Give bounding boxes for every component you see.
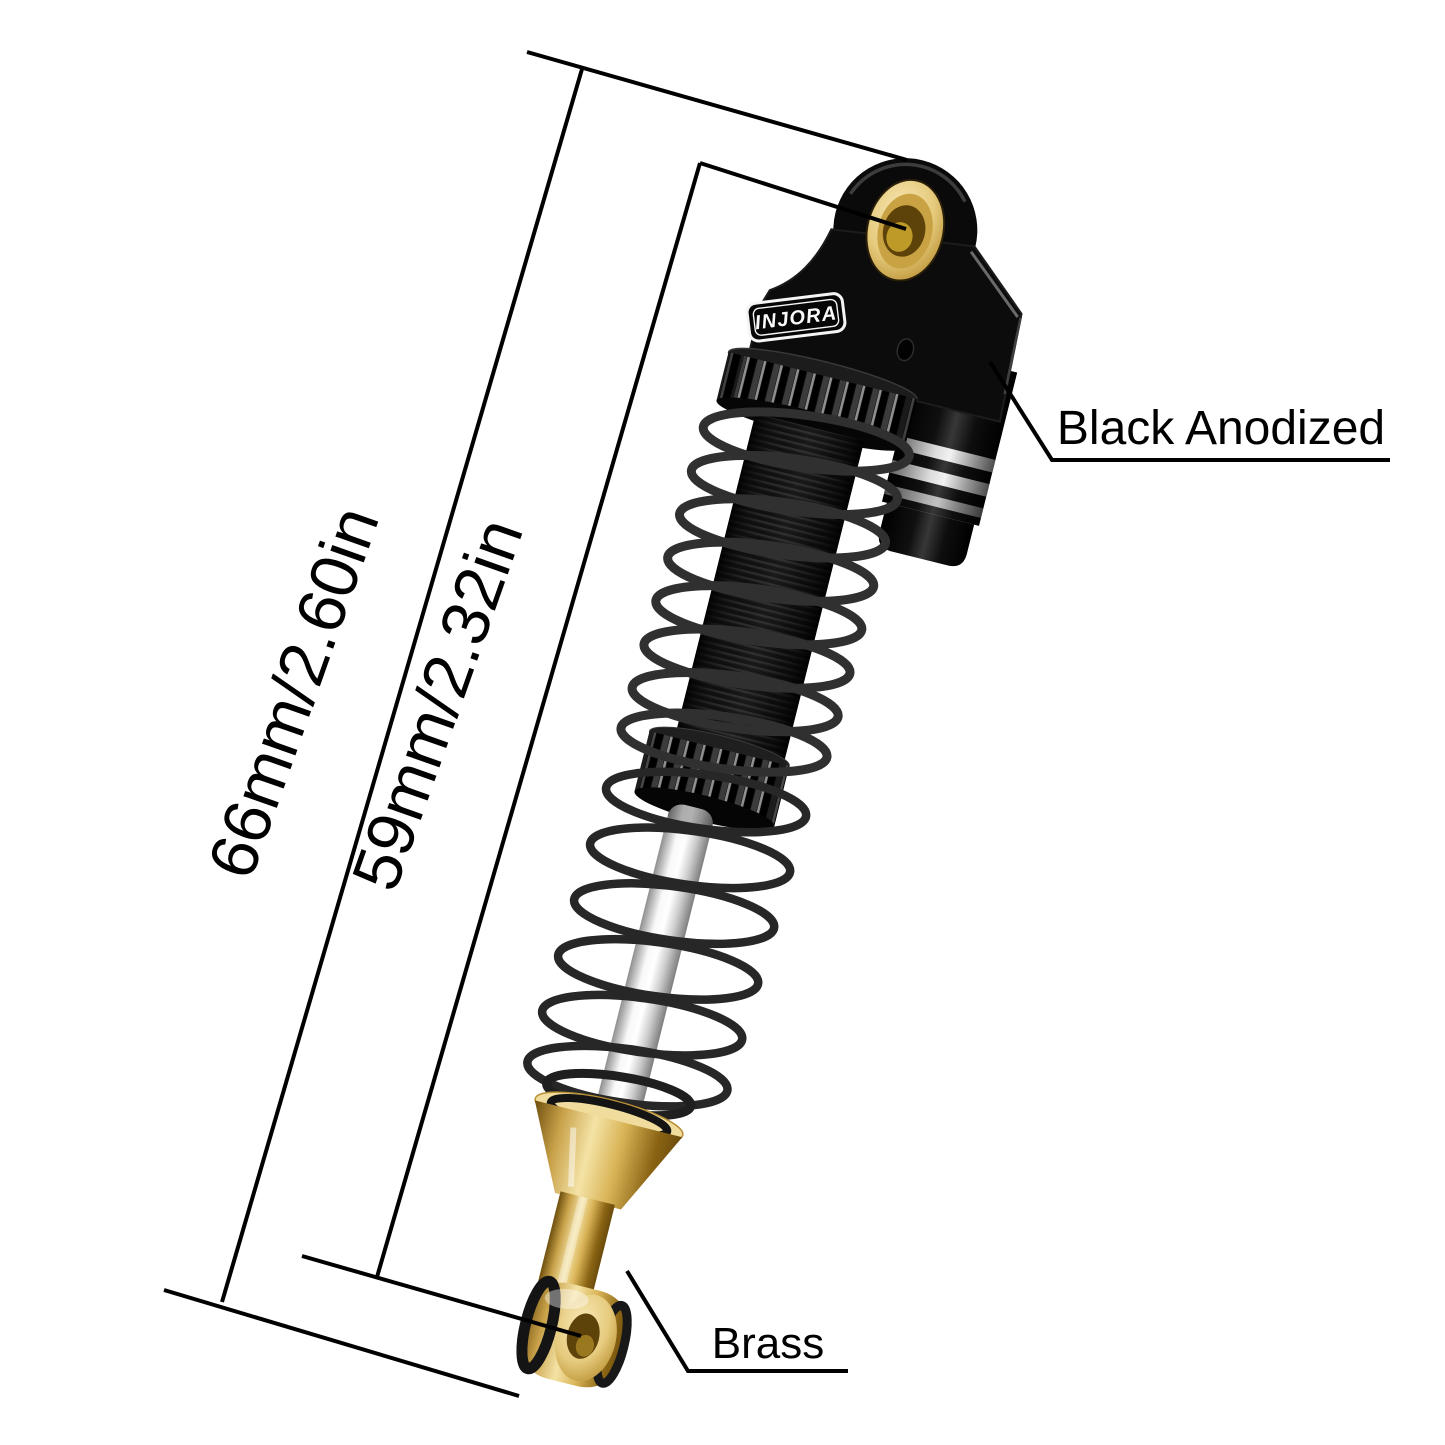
rod-end-neck: [536, 1191, 615, 1302]
silver-stripe-2: [889, 459, 990, 497]
leader-line-material: [625, 1269, 848, 1373]
extension-tick-66-bottom: [163, 1288, 520, 1398]
dimension-line-59-tick-top: [699, 161, 907, 231]
mount-edge-highlight: [1003, 317, 1022, 395]
annotations: [163, 50, 1390, 1398]
dimension-line-59: [375, 162, 702, 1278]
cone-specular: [567, 1127, 577, 1187]
silver-stripe-3: [883, 484, 984, 519]
brand-logo-plate: INJORA: [745, 292, 847, 343]
logo-outer-border: [745, 292, 847, 343]
ball-specular: [544, 1288, 589, 1310]
hole-inner-glow: [886, 222, 913, 252]
finish-callout-label: Black Anodized: [1057, 402, 1385, 455]
bottom-hole-glow: [575, 1334, 595, 1357]
end-collar-bottom: [634, 787, 775, 831]
collar-right-shade: [889, 395, 917, 448]
mount-hole: [896, 338, 915, 362]
dimension-line-66: [220, 68, 584, 1303]
shock-absorber: INJORA: [516, 158, 1023, 1388]
logo-inner-border: [752, 298, 840, 336]
leader-line-finish: [988, 360, 1390, 462]
silver-stripe-1: [895, 435, 996, 473]
mount-bevel-highlight: [969, 250, 1019, 318]
end-collar-left-shade: [634, 731, 663, 795]
material-callout-label: Brass: [712, 1319, 824, 1368]
reservoir-end-cap: [878, 502, 975, 567]
extension-tick-66-top: [526, 50, 908, 162]
neck-specular: [555, 1195, 588, 1294]
clevis-highlight: [849, 162, 967, 203]
collar-left-shade: [716, 352, 745, 405]
extension-tick-59-bottom: [301, 1254, 582, 1338]
